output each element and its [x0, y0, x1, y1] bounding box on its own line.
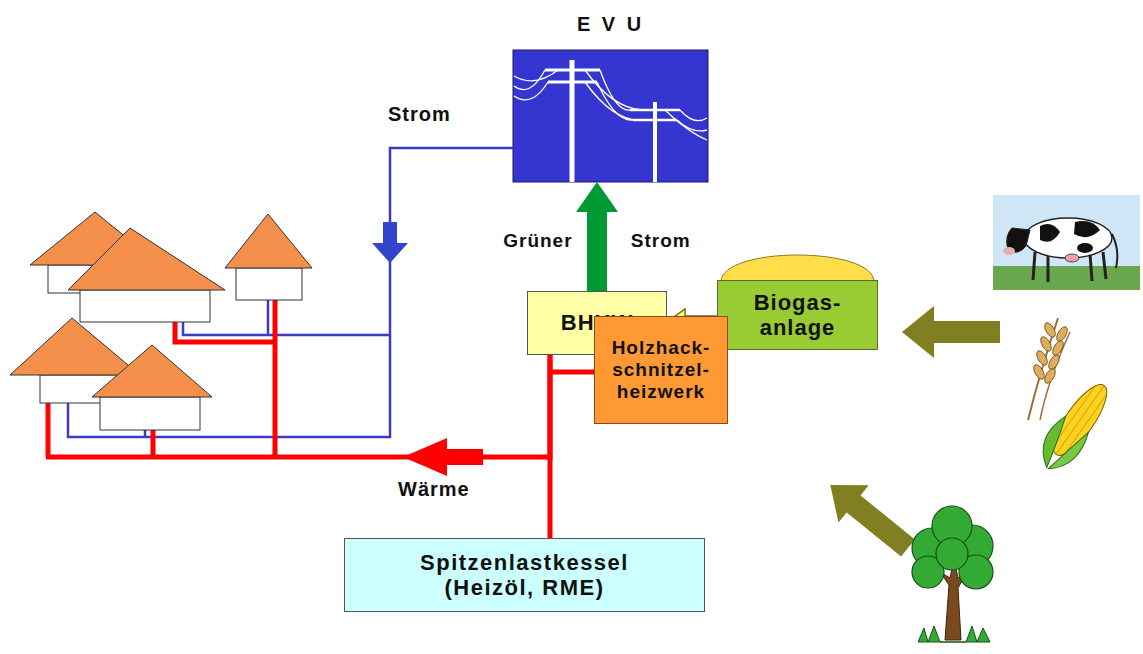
leg	[1090, 254, 1092, 281]
box-label: Biogas- anlage	[742, 290, 854, 341]
wire	[514, 82, 548, 100]
tree-picture	[912, 506, 993, 642]
box-label: Holzhack- schnitzel- heizwerk	[603, 337, 719, 403]
leg	[1047, 254, 1050, 282]
house	[68, 228, 225, 322]
power-wires	[514, 70, 707, 140]
cow-spot	[1074, 221, 1100, 237]
leg	[1033, 252, 1035, 280]
arrow-shaft	[383, 222, 397, 244]
wire	[680, 110, 707, 121]
pipe-connector	[548, 355, 553, 538]
pipe	[151, 430, 156, 457]
arrow-shaft	[443, 449, 483, 465]
pipe	[273, 300, 278, 457]
power-grid-picture	[513, 50, 708, 182]
cow-picture	[993, 195, 1140, 290]
flow-label: Strom	[388, 103, 451, 126]
wire	[585, 70, 642, 110]
grain-kernel	[1043, 321, 1058, 339]
corn-row	[1054, 386, 1095, 445]
grid-panel	[513, 50, 708, 182]
edge-label: Grüner Strom	[503, 230, 691, 252]
tree-crown	[912, 506, 993, 589]
pipe	[550, 370, 598, 375]
electricity-arrow	[372, 222, 408, 263]
biogas-box: Biogas- anlage	[717, 280, 878, 350]
house	[225, 214, 312, 300]
wire	[677, 120, 707, 131]
wire	[68, 148, 513, 437]
houses	[10, 212, 312, 430]
cow-spot	[1040, 224, 1060, 242]
woodchip-box: Holzhack- schnitzel- heizwerk	[594, 316, 728, 424]
corn-row	[1065, 395, 1106, 454]
house-roof	[10, 318, 140, 375]
leg	[1103, 252, 1106, 279]
crossarm	[548, 81, 597, 84]
box-heading: E V U	[513, 13, 708, 36]
heat-arrow	[403, 438, 483, 476]
cow-spot	[1077, 243, 1093, 253]
wire	[267, 300, 270, 335]
house-body	[100, 397, 200, 430]
grain-kernel	[1055, 325, 1070, 343]
supply-arrow	[902, 306, 1000, 358]
wire	[514, 70, 558, 81]
grass	[918, 626, 990, 642]
house-roof	[68, 228, 225, 290]
grain-ear	[1032, 321, 1070, 385]
pole	[653, 102, 657, 182]
cow-body	[1024, 218, 1112, 258]
heat-pipes	[46, 300, 598, 460]
grain-kernel	[1051, 339, 1066, 357]
wire	[585, 82, 645, 120]
house-roof	[92, 345, 212, 397]
crossarm	[545, 69, 600, 72]
corn-picture	[1031, 375, 1118, 478]
pole	[570, 60, 575, 182]
house-body	[80, 290, 210, 322]
wire	[144, 430, 147, 437]
cow-tail	[1112, 234, 1117, 268]
meadow	[993, 266, 1140, 290]
power-poles	[514, 60, 707, 182]
corn-husk	[1048, 425, 1092, 478]
wire	[665, 110, 707, 140]
utility-box: E V U	[513, 50, 708, 182]
sky	[993, 195, 1140, 290]
grain-kernel	[1039, 335, 1054, 353]
biogas-dome	[721, 255, 874, 282]
grain-kernel	[1032, 363, 1047, 381]
house-body	[236, 268, 302, 300]
cow-muzzle	[1003, 247, 1015, 255]
grain-kernel	[1035, 349, 1050, 367]
supply-arrow	[815, 466, 923, 566]
box-label: Spitzenlastkessel (Heizöl, RME)	[400, 550, 650, 601]
flow-label: Wärme	[398, 478, 470, 501]
grain-picture	[1028, 318, 1070, 420]
wire	[183, 322, 390, 335]
arrow-head	[372, 243, 408, 263]
arrow-head	[403, 438, 447, 476]
grain-kernel	[1043, 367, 1058, 385]
grain-kernel	[1047, 353, 1062, 371]
house	[92, 345, 212, 430]
house-roof	[225, 214, 312, 268]
leaf-cluster	[936, 538, 968, 570]
peak-boiler-box: Spitzenlastkessel (Heizöl, RME)	[344, 538, 705, 612]
pipe	[175, 322, 275, 342]
cow-legs	[1033, 252, 1106, 282]
cow-udder	[1065, 254, 1079, 262]
electricity-wires	[68, 148, 513, 437]
